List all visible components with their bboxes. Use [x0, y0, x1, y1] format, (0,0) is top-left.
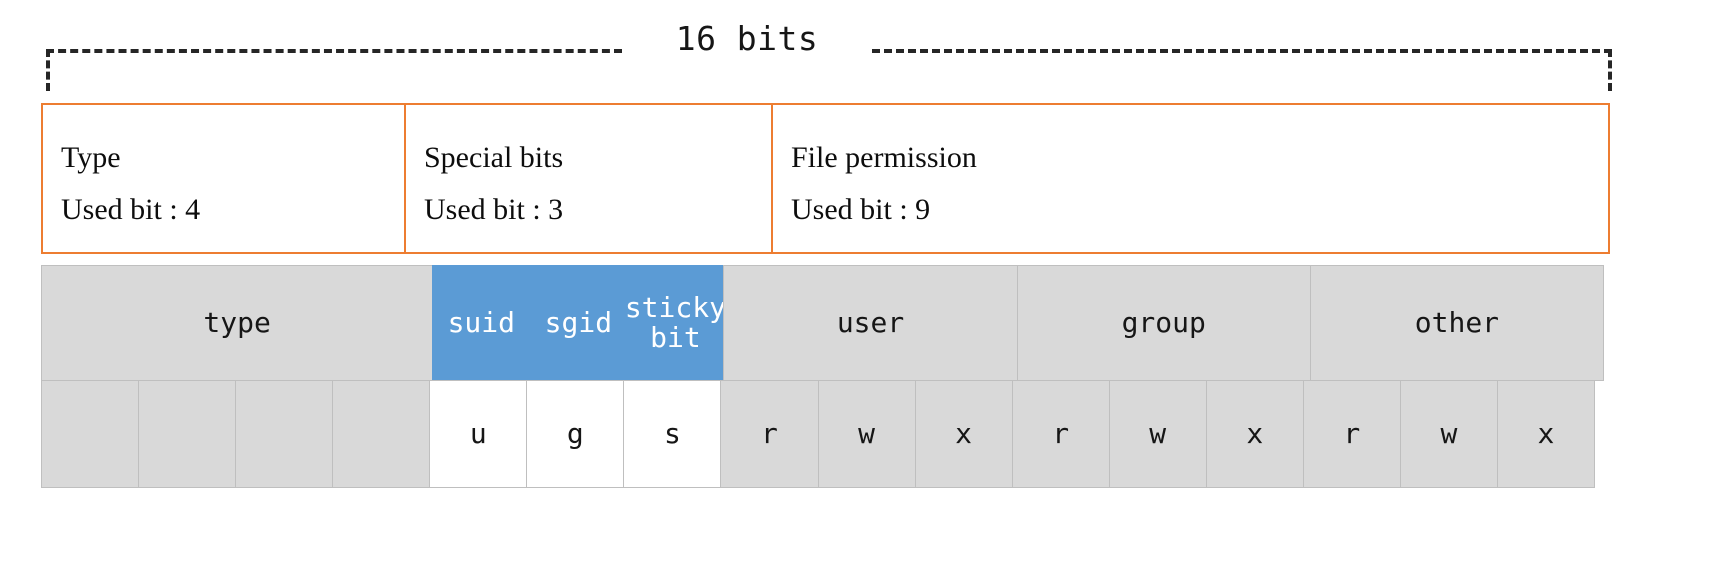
bracket-tick-right	[1608, 49, 1612, 91]
bit-cell-9-x: x	[914, 380, 1013, 488]
bit-cell-6-s: s	[623, 380, 722, 488]
section-type-title: Type	[61, 140, 121, 174]
bracket-tick-left	[46, 49, 50, 91]
bit-cell-12-x: x	[1205, 380, 1304, 488]
bit-cell-13-r: r	[1302, 380, 1401, 488]
bit-cell-8-w: w	[817, 380, 916, 488]
section-special-bits: Special bits Used bit : 3	[404, 105, 771, 252]
bit-cell-10-r: r	[1011, 380, 1110, 488]
section-special-bits-usedbits: Used bit : 3	[424, 192, 564, 226]
bit-cell-1-empty	[138, 380, 237, 488]
section-type-usedbits: Used bit : 4	[61, 192, 201, 226]
bit-width-caption: 16 bits	[675, 19, 819, 58]
bit-cell-2-empty	[235, 380, 334, 488]
bit-group-suid: suid	[432, 265, 531, 381]
section-file-permission-title: File permission	[791, 140, 977, 174]
bit-cell-7-r: r	[720, 380, 819, 488]
bit-group-group: group	[1016, 265, 1311, 381]
section-type: Type Used bit : 4	[43, 105, 404, 252]
bit-group-user: user	[723, 265, 1018, 381]
bit-cell-15-x: x	[1496, 380, 1595, 488]
bit-cell-3-empty	[332, 380, 431, 488]
bit-cell-11-w: w	[1108, 380, 1207, 488]
section-descriptor-row: Type Used bit : 4 Special bits Used bit …	[41, 103, 1610, 254]
bit-cell-14-w: w	[1399, 380, 1498, 488]
bit-group-sgid: sgid	[529, 265, 628, 381]
bit-group-type: type	[41, 265, 434, 381]
bracket-line-left	[46, 49, 622, 53]
section-special-bits-title: Special bits	[424, 140, 564, 174]
bit-cell-4-u: u	[429, 380, 528, 488]
section-file-permission-usedbits: Used bit : 9	[791, 192, 931, 226]
bracket-line-right	[872, 49, 1612, 53]
section-file-permission: File permission Used bit : 9	[771, 105, 1608, 252]
bit-group-other: other	[1309, 265, 1604, 381]
bit-cell-5-g: g	[526, 380, 625, 488]
bit-cell-0-empty	[41, 380, 140, 488]
